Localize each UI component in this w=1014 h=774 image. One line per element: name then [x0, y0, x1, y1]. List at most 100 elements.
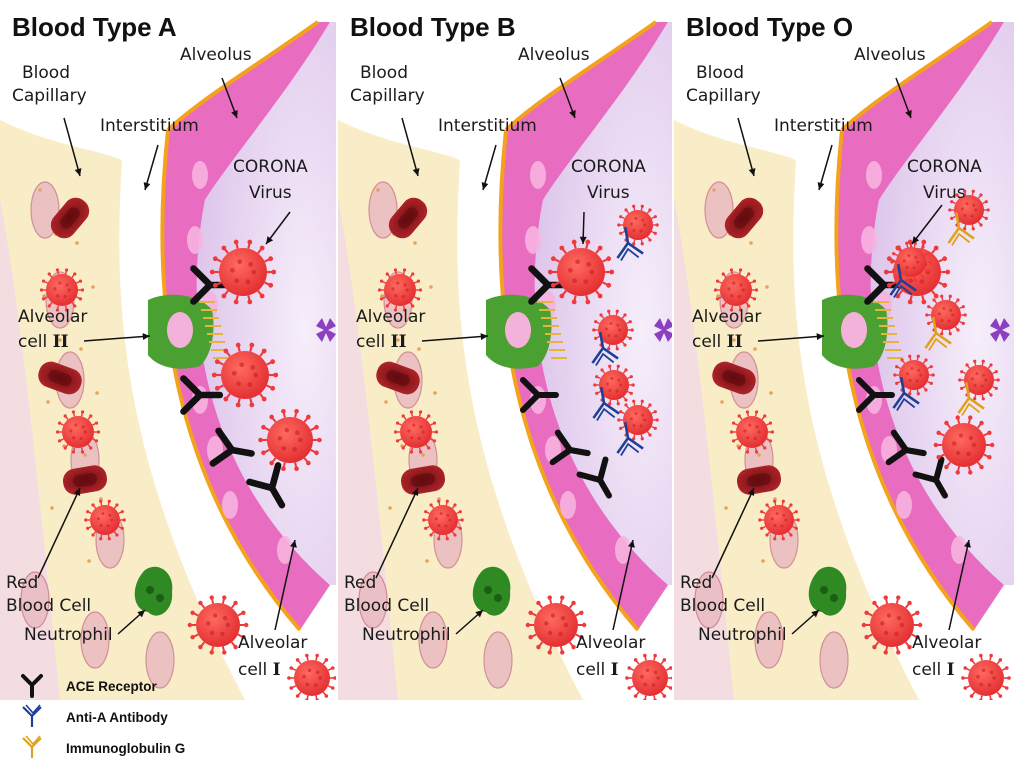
rbc-arrow	[375, 487, 419, 579]
corona-virus-particle	[84, 499, 126, 541]
neutrophil-arrow	[791, 609, 820, 635]
alveolus-arrow	[221, 77, 238, 119]
capillary-arrow	[63, 117, 82, 177]
interstitium-region	[338, 120, 583, 700]
corona-virus-particle	[258, 408, 322, 472]
neutrophil-cell	[472, 566, 511, 616]
ace-receptor	[549, 429, 591, 466]
endothelial-cell	[483, 631, 513, 689]
legend-anti-a-antibody: Anti-A Antibody	[66, 710, 168, 725]
virus-arrow	[579, 211, 587, 245]
label-interstitium: Interstitium	[774, 116, 873, 136]
label-alveolar-i: Alveolar	[576, 633, 645, 653]
endothelial-cell	[358, 571, 388, 629]
label-virus: Virus	[923, 183, 966, 203]
panel-blood-type-b: Blood Type BAlveolusBloodCapillaryInters…	[338, 12, 672, 700]
red-blood-cell	[724, 197, 764, 239]
endothelial-cell	[418, 611, 448, 669]
corona-virus-particle	[422, 499, 464, 541]
anti-a-antibody	[591, 332, 619, 366]
corona-virus-particle	[729, 410, 775, 454]
panel-title: Blood Type B	[350, 12, 516, 42]
purple-particle	[990, 318, 1010, 342]
neutrophil-cell	[134, 566, 173, 616]
neutrophil-arrow	[455, 609, 484, 635]
label-neutrophil: Neutrophil	[24, 625, 113, 645]
label-capillary: Capillary	[12, 86, 87, 106]
label-capillary: Capillary	[350, 86, 425, 106]
corona-virus-particle	[209, 239, 277, 305]
capillary-wall	[674, 130, 824, 700]
label-red: Red	[344, 573, 376, 593]
interstitium-region	[0, 120, 245, 700]
corona-virus-particle	[55, 410, 101, 454]
alveolar-ii-arrow	[421, 333, 489, 342]
red-blood-cell	[736, 465, 782, 495]
corona-virus-particle	[617, 399, 659, 441]
capillary-arrow	[401, 117, 420, 177]
alveolar-cell-ii	[486, 294, 567, 369]
red-blood-cell	[50, 197, 90, 239]
endothelial-cell	[819, 631, 849, 689]
alveolar-cell-ii	[822, 294, 903, 369]
anti-a-antibody	[592, 387, 620, 421]
corona-virus-particle	[861, 595, 923, 655]
label-corona: CORONA	[907, 157, 982, 177]
label-corona: CORONA	[571, 157, 646, 177]
corona-virus-particle	[713, 268, 759, 312]
anti-a-antibody	[892, 377, 920, 411]
ace-receptor	[576, 456, 612, 499]
label-neutrophil: Neutrophil	[362, 625, 451, 645]
legend: ACE Receptor Anti-A Antibody Immunoglobu…	[21, 674, 185, 758]
interstitium-arrow	[817, 144, 833, 191]
corona-virus-particle	[393, 410, 439, 454]
panel-blood-type-a: Blood Type AAlveolusBloodCapillaryInters…	[0, 12, 336, 700]
red-blood-cell	[376, 361, 420, 395]
label-interstitium: Interstitium	[100, 116, 199, 136]
endothelial-cell	[754, 611, 784, 669]
label-cell-ii: cell II	[356, 332, 407, 352]
virus-arrow	[911, 204, 943, 245]
interstitial-gap	[459, 130, 638, 700]
label-red: Red	[680, 573, 712, 593]
virus-arrow	[265, 211, 291, 245]
purple-particle	[654, 318, 672, 342]
label-alveolar-ii: Alveolar	[692, 307, 761, 327]
label-blood-cell: Blood Cell	[6, 596, 91, 616]
alveolar-ii-arrow	[757, 333, 825, 342]
interstitial-gap	[121, 130, 300, 700]
corona-virus-particle	[893, 354, 935, 396]
interstitium-region	[674, 120, 919, 700]
label-virus: Virus	[587, 183, 630, 203]
interstitium-arrow	[481, 144, 497, 191]
red-blood-cell	[62, 465, 108, 495]
red-blood-cell	[38, 361, 82, 395]
label-alveolar-ii: Alveolar	[356, 307, 425, 327]
ace-receptor	[180, 375, 224, 415]
label-cell-ii: cell II	[692, 332, 743, 352]
anti-a-antibody	[616, 227, 644, 261]
label-blood: Blood	[360, 63, 408, 83]
neutrophil-arrow	[117, 609, 146, 635]
immunoglobulin-g	[957, 382, 985, 416]
corona-virus-particle	[933, 415, 995, 475]
label-blood-cell: Blood Cell	[680, 596, 765, 616]
anti-a-antibody	[616, 422, 644, 456]
legend-ace-receptor: ACE Receptor	[66, 679, 158, 694]
endothelial-cell	[20, 571, 50, 629]
ace-receptor	[885, 429, 927, 466]
panel-title: Blood Type A	[12, 12, 177, 42]
alveolus-arrow	[895, 77, 912, 119]
corona-virus-particle	[890, 241, 932, 283]
label-corona: CORONA	[233, 157, 308, 177]
label-blood: Blood	[696, 63, 744, 83]
label-cell-i: cell I	[912, 660, 955, 680]
corona-virus-particle	[625, 653, 672, 700]
capillary-arrow	[737, 117, 756, 177]
alveolar-i-arrow	[612, 539, 635, 631]
label-cell-i: cell I	[238, 660, 281, 680]
interstitial-gap	[795, 130, 974, 700]
endothelial-cell	[80, 611, 110, 669]
rbc-arrow	[37, 487, 81, 579]
